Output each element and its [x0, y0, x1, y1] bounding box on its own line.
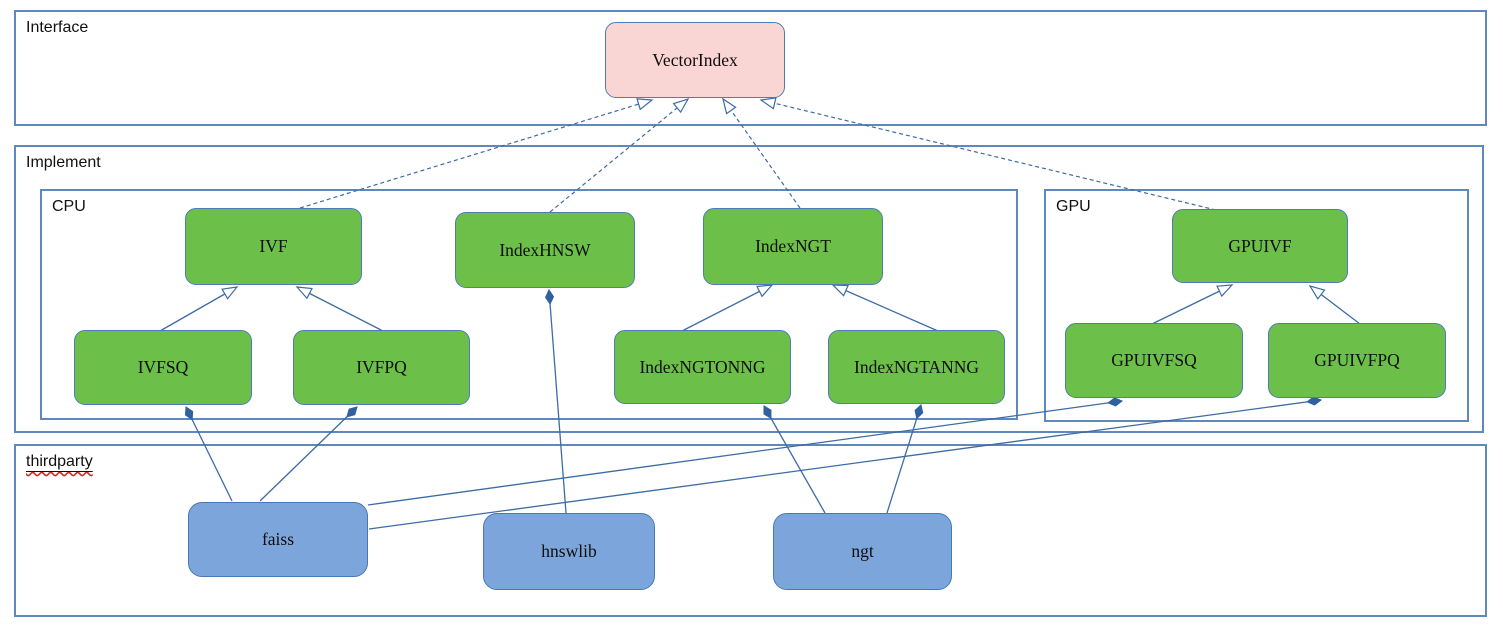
node-label-hnswlib: hnswlib	[541, 541, 597, 561]
container-label-interface: Interface	[26, 19, 89, 36]
container-label-text-thirdparty: thirdparty	[26, 453, 93, 470]
node-label-ngt: ngt	[851, 541, 874, 561]
node-label-vectorindex: VectorIndex	[652, 49, 738, 70]
node-ivfsq: IVFSQ	[74, 330, 252, 405]
node-indexngt: IndexNGT	[703, 208, 883, 285]
node-label-indexngt: IndexNGT	[755, 236, 831, 256]
node-faiss: faiss	[188, 502, 368, 577]
node-indexhnsw: IndexHNSW	[455, 212, 635, 288]
node-label-gpuivfsq: GPUIVFSQ	[1111, 350, 1197, 370]
node-label-indexngtonng: IndexNGTONNG	[639, 356, 766, 377]
node-label-faiss: faiss	[261, 529, 295, 549]
container-label-implement: Implement	[26, 154, 101, 171]
node-label-indexngtanng: IndexNGTANNG	[854, 356, 979, 377]
node-label-ivfsq: IVFSQ	[137, 357, 189, 377]
node-indexngtonng: IndexNGTONNG	[614, 330, 791, 404]
node-ngt: ngt	[773, 513, 952, 590]
container-label-gpu: GPU	[1056, 198, 1091, 215]
container-label-thirdparty: thirdparty	[26, 453, 93, 471]
node-label-gpuivf: GPUIVF	[1228, 235, 1292, 256]
node-ivfpq: IVFPQ	[293, 330, 470, 405]
node-ivf: IVF	[185, 208, 362, 285]
node-label-ivfpq: IVFPQ	[356, 357, 407, 377]
container-label-cpu: CPU	[52, 198, 86, 215]
node-gpuivfsq: GPUIVFSQ	[1065, 323, 1243, 398]
node-hnswlib: hnswlib	[483, 513, 655, 590]
node-gpuivfpq: GPUIVFPQ	[1268, 323, 1446, 398]
node-gpuivf: GPUIVF	[1172, 209, 1348, 283]
node-label-gpuivfpq: GPUIVFPQ	[1314, 350, 1400, 370]
node-label-ivf: IVF	[259, 236, 288, 256]
node-label-indexhnsw: IndexHNSW	[499, 239, 591, 260]
node-indexngtanng: IndexNGTANNG	[828, 330, 1005, 404]
node-vectorindex: VectorIndex	[605, 22, 785, 98]
